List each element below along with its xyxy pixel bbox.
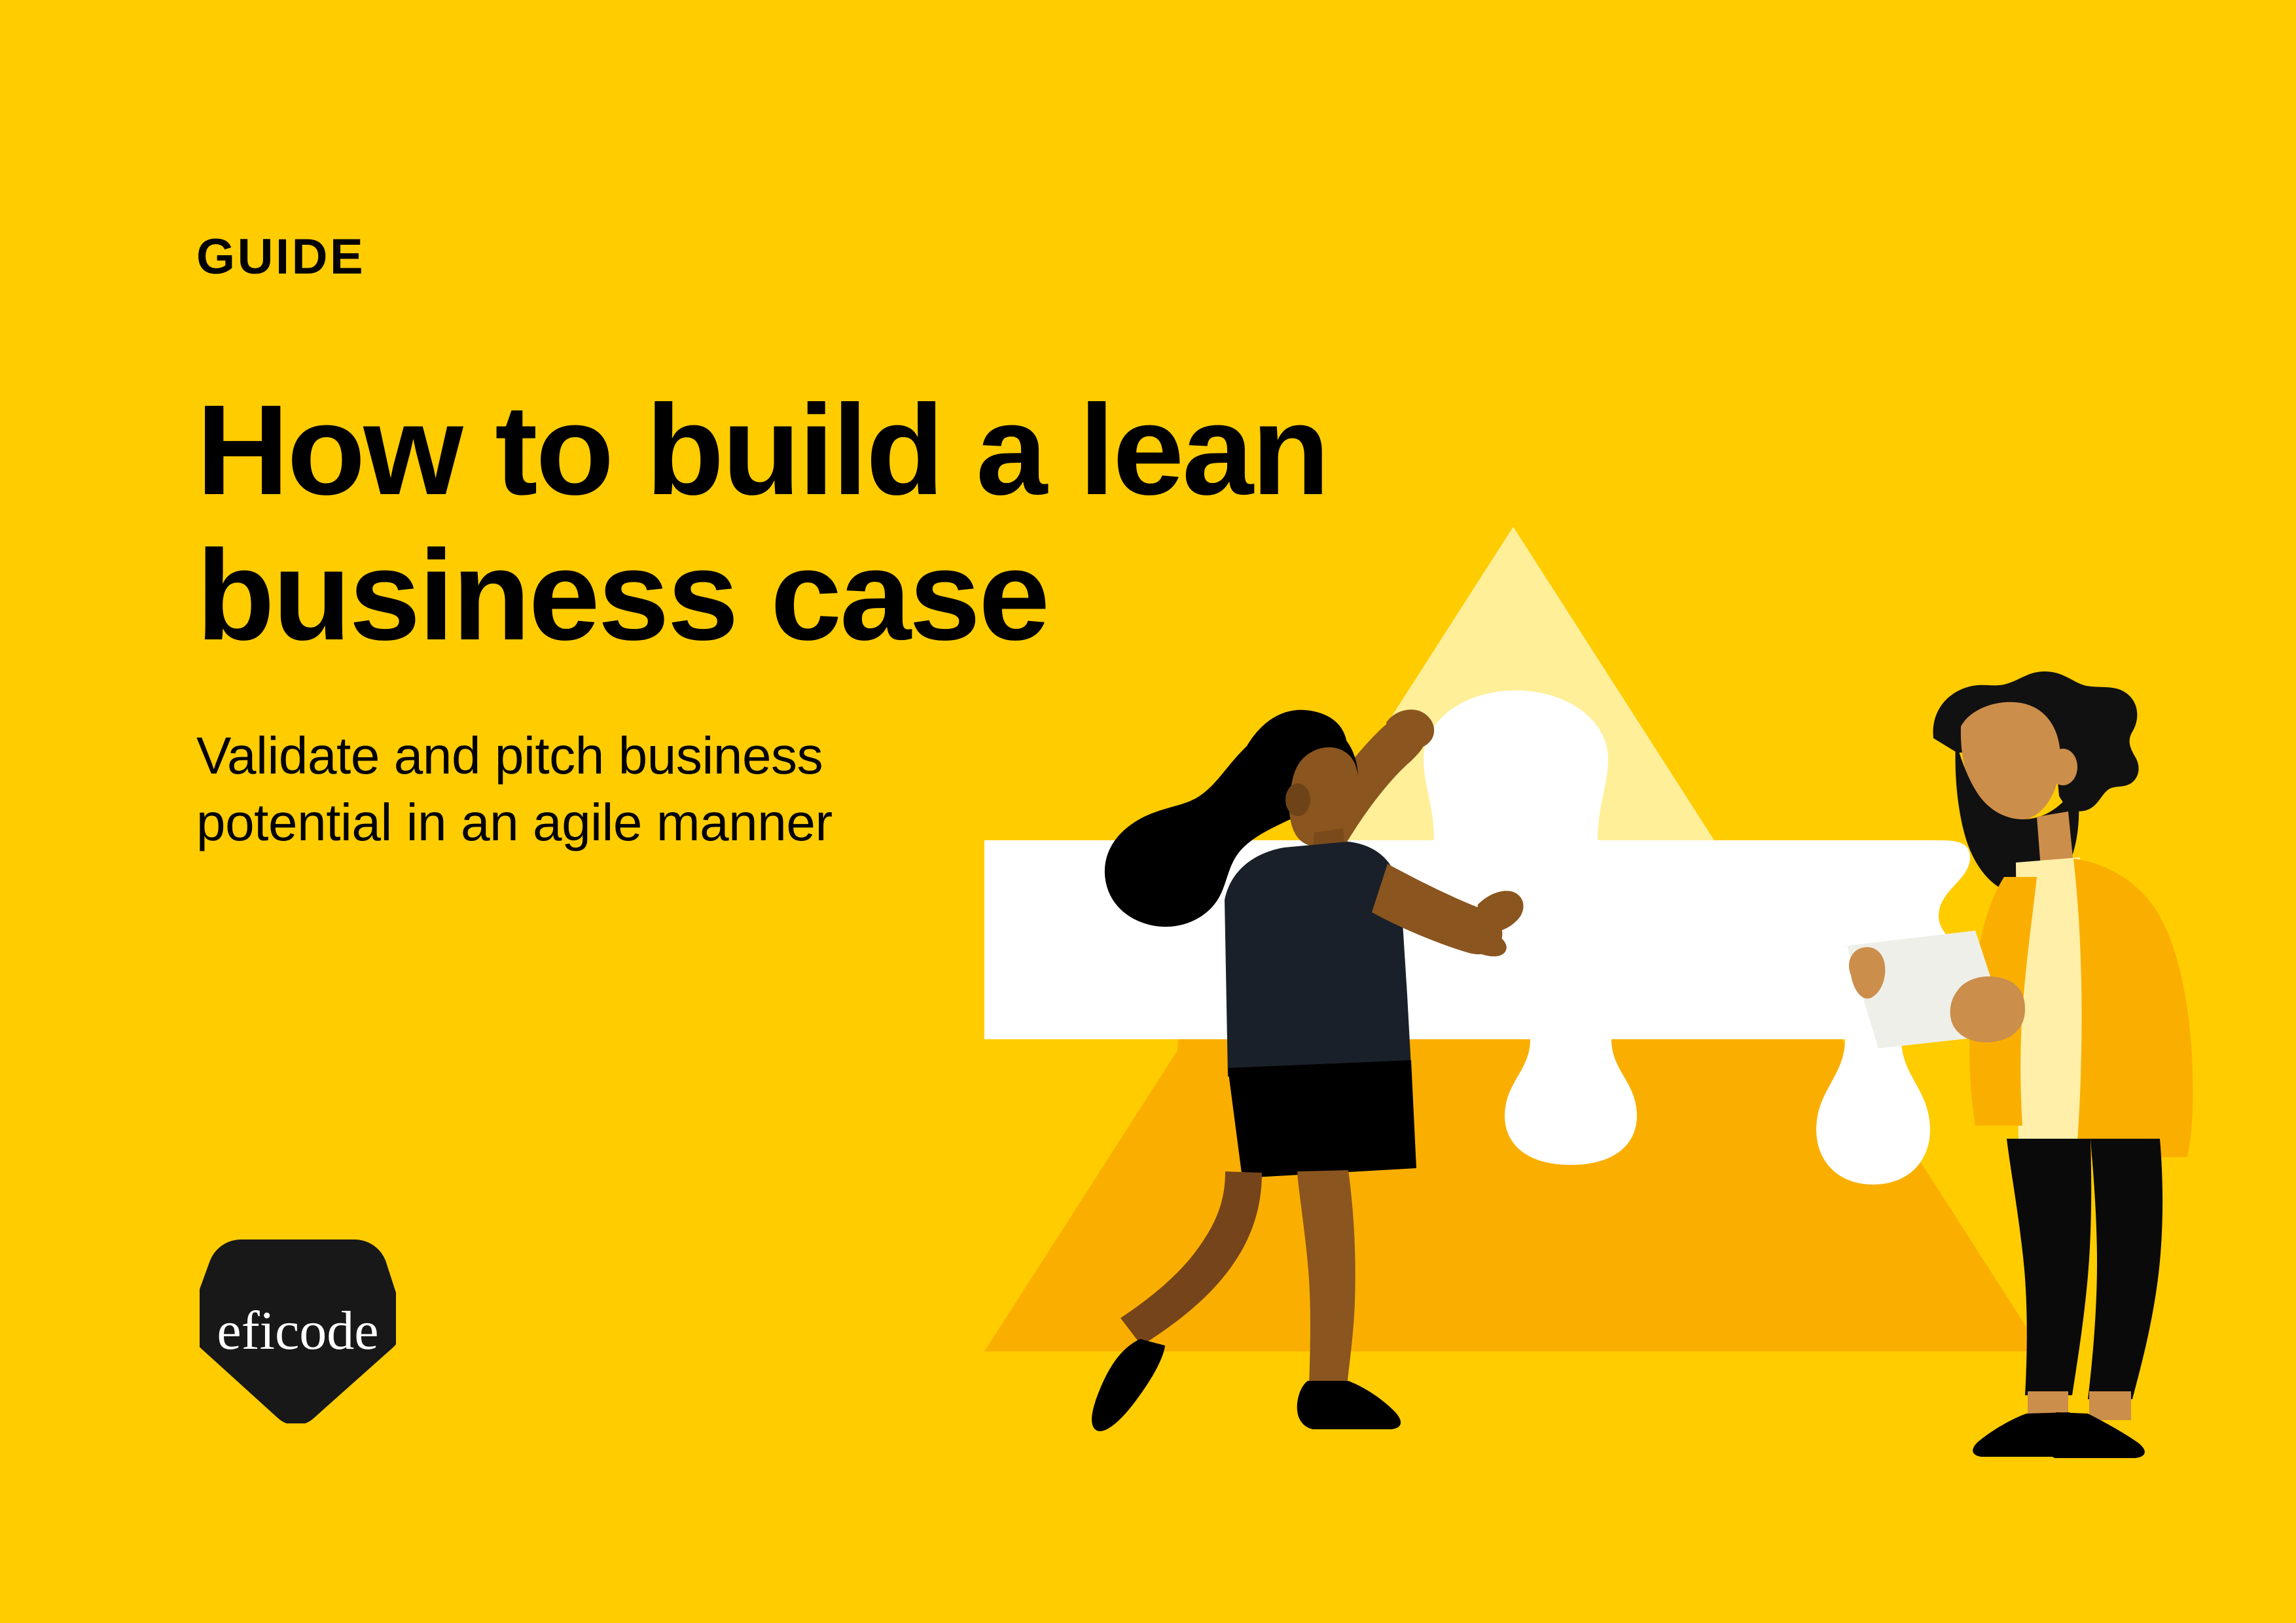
page-subtitle: Validate and pitch business potential in…	[196, 726, 833, 852]
puzzle-knob-right-lower	[1816, 1039, 1930, 1185]
man-hair	[1933, 671, 2139, 812]
white-band-extension	[984, 840, 1901, 1039]
logo-pentagon-shape	[200, 1240, 396, 1423]
man-face	[1960, 702, 2060, 821]
eyebrow-label: GUIDE	[196, 229, 366, 285]
man-ankle-left	[2028, 1391, 2068, 1420]
man-shoe-left	[1973, 1412, 2078, 1457]
woman-skirt	[1228, 1060, 1416, 1178]
eficode-logo[interactable]: eficode	[200, 1234, 396, 1423]
page-title: How to build a lean business case	[196, 378, 1330, 668]
woman-back-leg	[1297, 1170, 1355, 1386]
man-paper	[1847, 931, 2009, 1048]
man-ear	[2049, 749, 2077, 785]
woman-hand-raised	[1386, 709, 1435, 749]
woman-front-leg	[1121, 1171, 1262, 1346]
man-shoe-right	[2045, 1412, 2145, 1458]
woman-pointing-hand	[1473, 891, 1524, 957]
puzzle-notch-orange	[1153, 1039, 1269, 1178]
woman-front-shoe	[1092, 1339, 1165, 1431]
triangle-bottom-band	[984, 1039, 2042, 1351]
cover-text-block: GUIDE How to build a lean business case …	[196, 232, 1342, 857]
woman-back-shoe	[1297, 1381, 1401, 1429]
logo-wordmark: eficode	[217, 1300, 378, 1361]
puzzle-knob-bottom	[1505, 1039, 1637, 1165]
man-shirt	[2016, 857, 2085, 1147]
man-hand-right	[1950, 976, 2025, 1043]
man-beard	[1955, 741, 2079, 896]
puzzle-knob-top	[1424, 690, 1608, 841]
triangle-middle-band	[984, 840, 2042, 1039]
puzzle-knob-right	[1898, 840, 1970, 1039]
figure-man	[1847, 671, 2193, 1458]
woman-lower-arm-extended	[1372, 864, 1503, 955]
woman-top	[1225, 842, 1411, 1077]
man-jacket-left	[1969, 877, 2037, 1126]
man-jacket-right	[2073, 859, 2193, 1157]
man-hand-left	[1848, 947, 1886, 999]
man-neck	[2037, 812, 2073, 868]
man-leg-right	[2088, 1139, 2163, 1399]
man-ankle-right	[2089, 1391, 2131, 1420]
man-leg-left	[2007, 1139, 2092, 1395]
white-puzzle-piece	[1424, 690, 1970, 1185]
